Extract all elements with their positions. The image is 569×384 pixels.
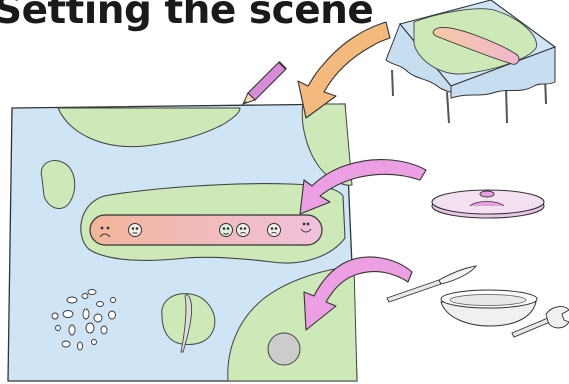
face-icon — [220, 224, 233, 237]
face-icon — [237, 224, 250, 237]
face-icon — [268, 224, 281, 237]
rock-circle — [268, 333, 300, 365]
plate-icon — [432, 190, 544, 218]
tablecloth-map — [8, 104, 357, 381]
central-strip — [90, 215, 322, 245]
island-left — [41, 160, 74, 208]
bowl-icon — [441, 290, 537, 326]
table-icon — [386, 0, 555, 123]
pencil-icon — [243, 62, 286, 104]
face-icon — [129, 224, 142, 237]
